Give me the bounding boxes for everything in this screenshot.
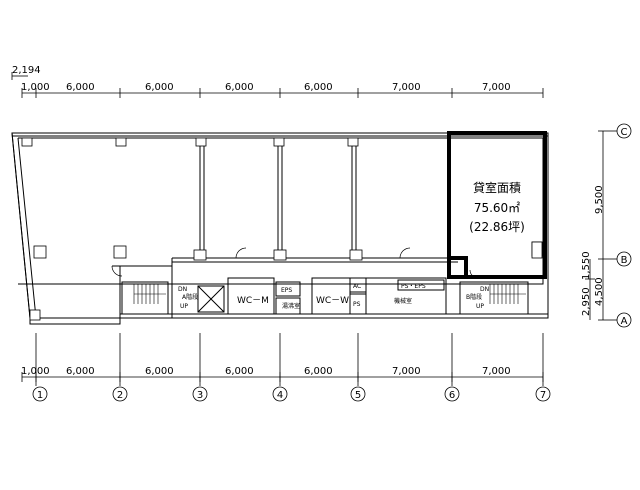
right-dimension-line (585, 130, 618, 321)
column-label-2: 2 (117, 390, 123, 401)
column-bubble-6 (444, 386, 460, 402)
room-label-eps: EPS (281, 287, 292, 294)
dim-bottom-span-3: 6,000 (145, 366, 174, 377)
dim-top-span-7: 7,000 (482, 82, 511, 93)
office-partitions (199, 138, 357, 258)
row-bubble-b (616, 251, 632, 267)
column-bubble-5 (350, 386, 366, 402)
dim-top-span-1: 1,000 (21, 82, 50, 93)
room-label-ps: PS (353, 301, 361, 308)
row-bubble-c (616, 123, 632, 139)
dim-right-9500: 9,500 (594, 185, 605, 214)
dim-bottom-span-4: 6,000 (225, 366, 254, 377)
dim-bottom-span-6: 7,000 (392, 366, 421, 377)
top-dimension-line (11, 72, 544, 98)
column-bubble-7 (535, 386, 551, 402)
room-label-machine-room: 機械室 (394, 297, 412, 305)
column-bubble-4 (272, 386, 288, 402)
leased-space-column (531, 241, 543, 259)
leased-space-highlight (447, 131, 547, 279)
room-label-hot-water: 湯沸室 (282, 302, 300, 310)
dim-top-span-6: 7,000 (392, 82, 421, 93)
column-bubble-2 (112, 386, 128, 402)
dim-top-span-3: 6,000 (145, 82, 174, 93)
room-label-ac: AC (353, 283, 361, 290)
dim-bottom-span-1: 1,000 (21, 366, 50, 377)
row-label-b: B (621, 255, 628, 266)
stair-a-label: A階段 (182, 293, 198, 301)
stair-treads (133, 284, 526, 304)
leased-space-notch (449, 256, 468, 277)
dim-top-span-4: 6,000 (225, 82, 254, 93)
stair-a-up: UP (180, 303, 188, 310)
room-label-wc-w: WC－W (316, 296, 349, 306)
column-label-1: 1 (37, 390, 43, 401)
dim-bottom-span-5: 6,000 (304, 366, 333, 377)
stair-a-dn: DN (178, 286, 187, 293)
stair-b-label: B階段 (466, 293, 482, 301)
room-label-ps-eps: PS・EPS (401, 283, 426, 290)
stair-b-up: UP (476, 303, 484, 310)
dim-bottom-span-2: 6,000 (66, 366, 95, 377)
building-outline (11, 132, 549, 325)
column-label-5: 5 (355, 390, 361, 401)
dim-right-4500: 4,500 (594, 277, 605, 306)
leased-area-tsubo: (22.86坪) (469, 220, 525, 234)
stair-b-dn: DN (480, 286, 489, 293)
column-bubble-3 (192, 386, 208, 402)
column-label-3: 3 (197, 390, 203, 401)
leased-area-title: 貸室面積 (473, 180, 521, 195)
row-label-c: C (621, 127, 628, 138)
dim-top-span-2: 6,000 (66, 82, 95, 93)
dim-right-2950: 2,950 (581, 287, 592, 316)
room-label-wc-m: WC－M (237, 296, 269, 306)
row-label-a: A (621, 316, 628, 327)
column-label-4: 4 (277, 390, 283, 401)
door-swings (111, 247, 479, 279)
column-bubble-1 (32, 386, 48, 402)
leased-area-sqm: 75.60㎡ (474, 201, 520, 215)
column-label-7: 7 (540, 390, 546, 401)
dim-top-offset: 2,194 (12, 65, 41, 76)
bottom-dimension-line (21, 333, 544, 386)
dim-right-1550: 1,550 (581, 251, 592, 280)
dim-top-span-5: 6,000 (304, 82, 333, 93)
dim-bottom-span-7: 7,000 (482, 366, 511, 377)
row-bubble-a (616, 312, 632, 328)
column-label-6: 6 (449, 390, 455, 401)
